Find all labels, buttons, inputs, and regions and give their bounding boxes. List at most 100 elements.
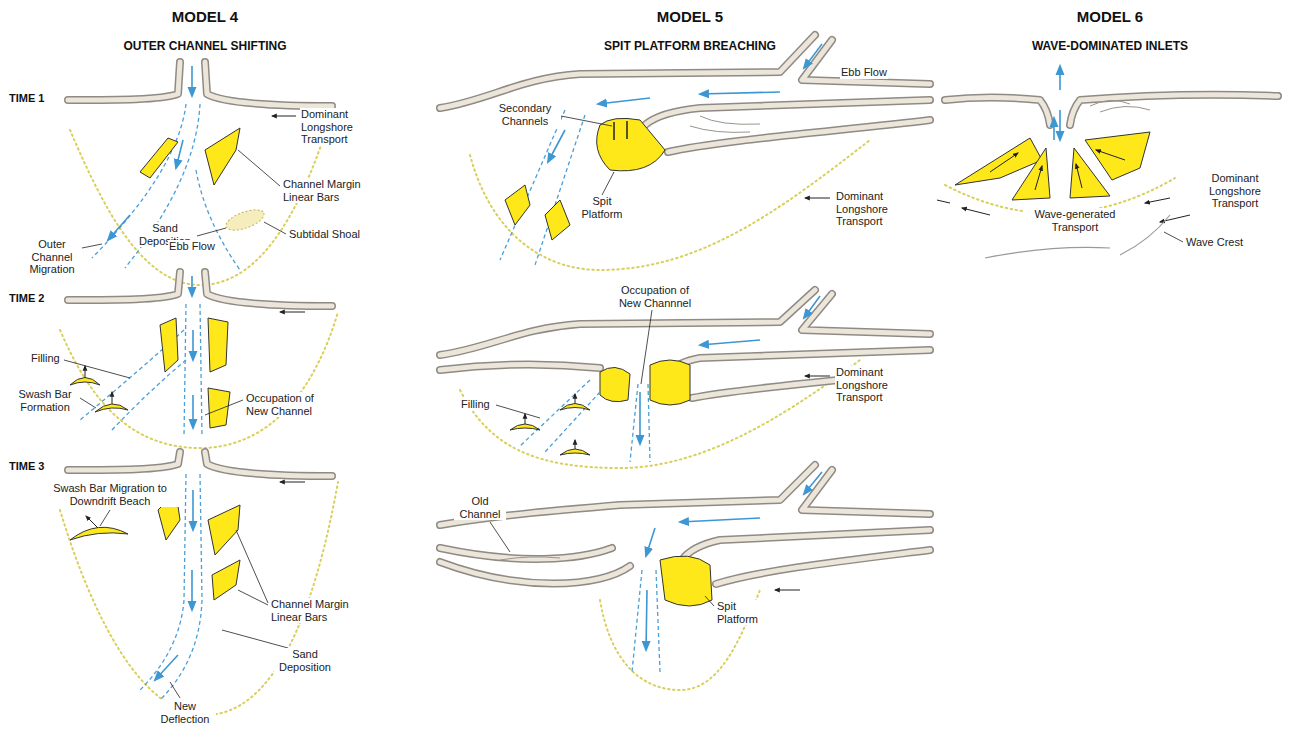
flow-arrow [700,92,780,94]
drawing-part [68,452,180,470]
feature-label: Swash Bar Formation [12,388,79,413]
longshore-arrow [805,198,830,199]
shoal [208,318,228,372]
feature-label: Wave-generated Transport [1024,208,1126,233]
feature-label: Filling [460,398,491,411]
longshore-arrow [575,394,576,403]
leader [82,244,102,248]
drawing-part [716,550,930,584]
leader [641,310,652,384]
coast-band [68,272,332,306]
flow-arrow [804,296,820,318]
model-heading: MODEL 6 [1076,8,1144,25]
feature-label: Secondary Channels [489,102,561,127]
feature-label: Occupation of New Channel [245,392,337,417]
longshore-arrow [1096,150,1125,160]
flow-arrow [598,98,650,104]
channel [632,570,642,672]
shoal [1085,132,1150,180]
feature-label: Outer Channel Migration [24,238,81,276]
shoal [205,128,240,185]
flow-arrow [804,472,822,494]
coast-band [68,272,332,306]
channel [630,384,638,462]
channel [545,392,600,452]
flow-arrow [646,590,647,650]
wave-crest [985,247,1110,258]
shoal [650,360,690,405]
drawing-part [440,35,815,108]
drawing-part [440,562,630,584]
longshore-arrow [86,516,98,528]
shoal [560,449,590,455]
model-heading: MODEL 4 [171,8,239,25]
drawing-part [205,452,332,476]
slot [626,121,628,139]
flow-arrow [191,66,193,96]
ridge [1100,106,1150,112]
leader [222,630,288,648]
feature-label: Ebb Flow [840,66,888,79]
drawing-part [68,62,180,100]
feature-label: Dominant Longshore Transport [835,190,937,228]
shoal [70,527,128,540]
shoal [160,318,178,372]
leader [1164,232,1183,242]
coast-band [440,35,930,152]
shoal [95,404,128,412]
flow-arrow [680,518,760,522]
drawing-part [802,294,930,334]
drawing-part [68,452,180,470]
drawing-part [945,98,1050,126]
drawing-part [205,272,332,306]
drawing-part [440,465,815,525]
coast-band [440,35,930,152]
flow-arrow [548,130,565,162]
shoal [208,505,240,555]
drawing-part [440,465,815,525]
shoal [505,185,530,225]
drawing-part [802,470,930,514]
shoal [600,367,630,401]
leader [236,530,268,603]
drawing-part [68,272,180,300]
shoal [208,388,230,428]
leader [602,172,614,195]
drawing-part [945,98,1050,126]
flow-arrow [108,215,130,240]
leader [705,596,714,606]
flow-arrow [176,140,183,168]
ridge [1090,100,1130,106]
feature-label: Dominant Longshore Transport [300,108,402,146]
drawing-part [440,364,600,370]
leader [490,522,510,552]
time-label: TIME 2 [8,292,45,305]
longshore-arrow [112,392,113,404]
drawing-part [205,62,332,106]
flow-arrow [192,395,194,428]
ridge [500,557,560,560]
feature-label: Old Channel [454,495,506,520]
shoal [212,560,240,600]
drawing-part [668,120,930,152]
feature-label: Ebb Flow [168,240,216,253]
model-subtitle: OUTER CHANNEL SHIFTING [122,40,287,54]
flow-arrow [155,655,178,680]
drawing-part [440,364,600,370]
ridge [700,116,760,124]
feature-label: Spit Platform [571,195,633,220]
channel [535,115,585,265]
longshore-arrow [85,366,86,378]
longshore-arrow [775,590,800,591]
leader [238,150,280,186]
feature-label: Filling [30,352,61,365]
longshore-arrow [575,440,576,449]
drawing-part [440,35,815,108]
leader [80,398,96,408]
drawing-part [1070,95,1278,125]
feature-label: Sand Deposition [274,648,336,673]
shoal [70,378,100,386]
flow-arrow [192,490,194,530]
shoal [560,404,590,411]
